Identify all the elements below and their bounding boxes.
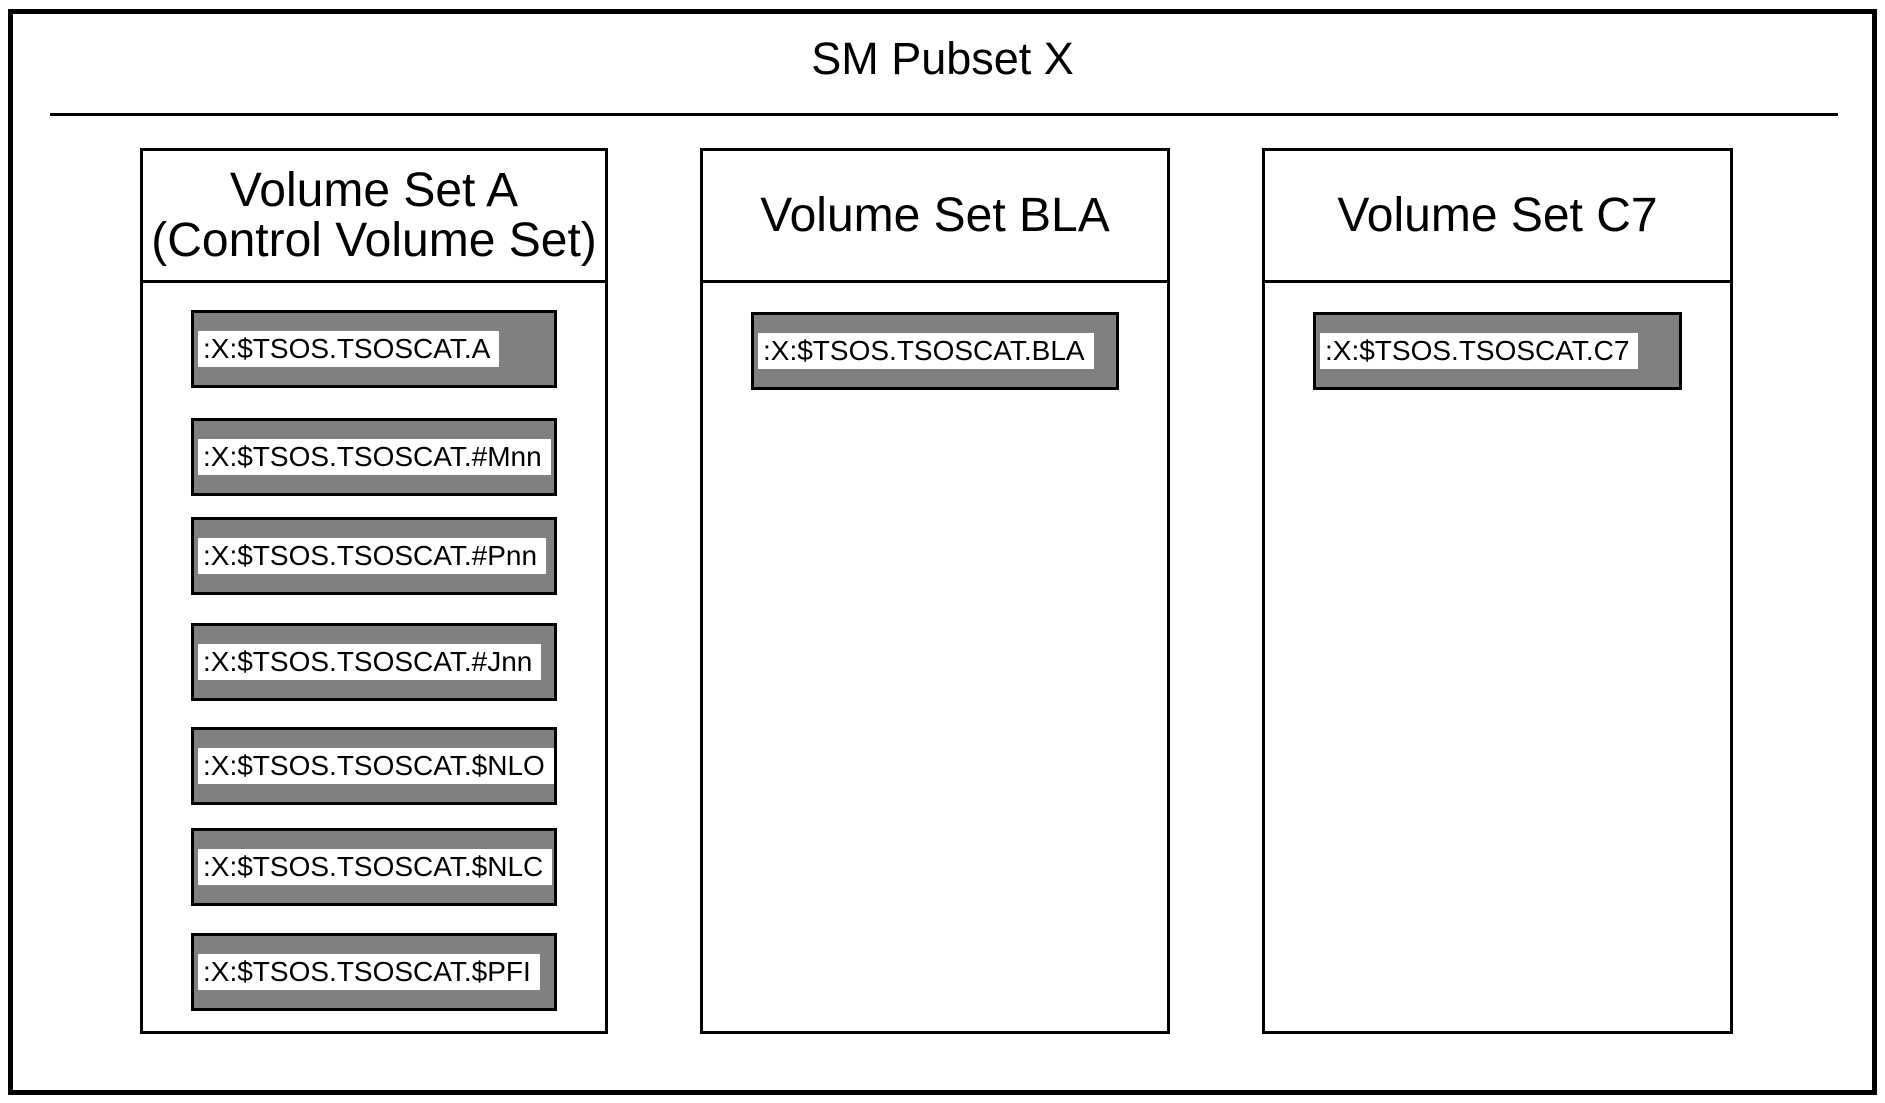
pubset-title: SM Pubset X	[811, 33, 1074, 84]
catalog-file-box: :X:$TSOS.TSOSCAT.$NLO	[191, 727, 557, 805]
volume-set-bla-header: Volume Set BLA	[703, 151, 1167, 283]
catalog-file-label: :X:$TSOS.TSOSCAT.$PFI	[198, 954, 540, 990]
catalog-file-label: :X:$TSOS.TSOSCAT.BLA	[758, 333, 1094, 369]
catalog-file-box: :X:$TSOS.TSOSCAT.$NLC	[191, 828, 557, 906]
volume-set-a-header: Volume Set A (Control Volume Set)	[143, 151, 605, 283]
catalog-file-box: :X:$TSOS.TSOSCAT.A	[191, 310, 557, 388]
volume-set-c7-panel: Volume Set C7 :X:$TSOS.TSOSCAT.C7	[1262, 148, 1733, 1034]
catalog-file-label: :X:$TSOS.TSOSCAT.$NLO	[198, 748, 554, 784]
volume-set-a-title: Volume Set A	[229, 163, 519, 217]
catalog-file-box: :X:$TSOS.TSOSCAT.#Pnn	[191, 517, 557, 595]
catalog-file-box: :X:$TSOS.TSOSCAT.C7	[1313, 312, 1682, 390]
catalog-file-label: :X:$TSOS.TSOSCAT.#Mnn	[198, 439, 551, 475]
volume-set-bla-panel: Volume Set BLA :X:$TSOS.TSOSCAT.BLA	[700, 148, 1170, 1034]
catalog-file-label: :X:$TSOS.TSOSCAT.#Pnn	[198, 538, 547, 574]
catalog-file-box: :X:$TSOS.TSOSCAT.#Jnn	[191, 623, 557, 701]
catalog-file-box: :X:$TSOS.TSOSCAT.$PFI	[191, 933, 557, 1011]
pubset-outer-frame	[8, 9, 1877, 1095]
catalog-file-label: :X:$TSOS.TSOSCAT.#Jnn	[198, 644, 542, 680]
volume-set-c7-header: Volume Set C7	[1265, 151, 1730, 283]
catalog-file-label: :X:$TSOS.TSOSCAT.C7	[1320, 333, 1639, 369]
catalog-file-box: :X:$TSOS.TSOSCAT.#Mnn	[191, 418, 557, 496]
volume-set-bla-title: Volume Set BLA	[760, 188, 1110, 242]
volume-set-a-panel: Volume Set A (Control Volume Set) :X:$TS…	[140, 148, 608, 1034]
volume-set-c7-title: Volume Set C7	[1337, 188, 1658, 242]
catalog-file-label: :X:$TSOS.TSOSCAT.$NLC	[198, 849, 553, 885]
catalog-file-box: :X:$TSOS.TSOSCAT.BLA	[751, 312, 1119, 390]
catalog-file-label: :X:$TSOS.TSOSCAT.A	[198, 331, 500, 367]
volume-set-a-subtitle: (Control Volume Set)	[151, 213, 597, 267]
title-divider-line	[50, 113, 1838, 116]
